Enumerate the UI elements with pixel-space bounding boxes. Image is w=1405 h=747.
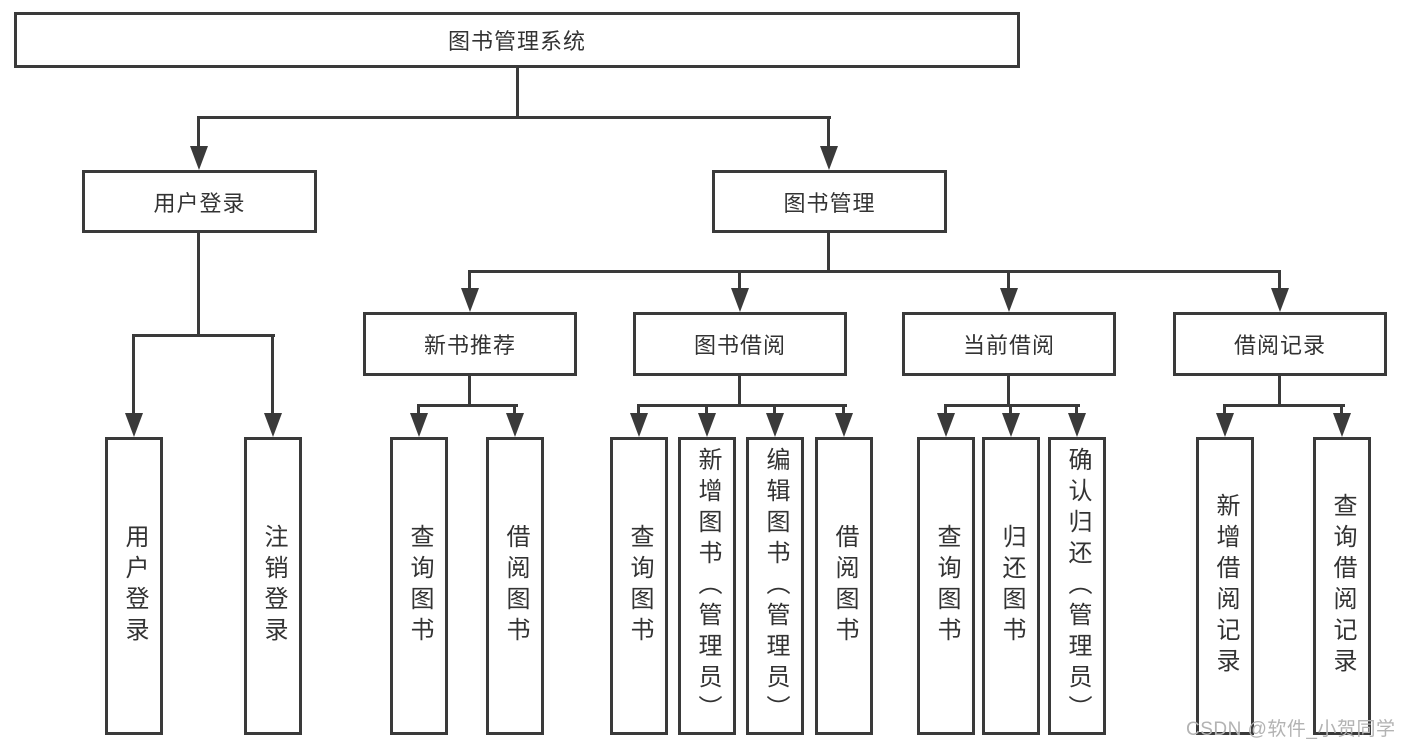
leaf-add-borrow-record: 新增借阅记录 bbox=[1196, 437, 1254, 735]
connector-stem bbox=[773, 404, 776, 415]
connector-stem bbox=[637, 404, 640, 415]
connector-stem bbox=[1009, 404, 1012, 415]
connector-stem bbox=[417, 404, 420, 415]
connector-stem bbox=[1223, 404, 1226, 415]
arrow-down-icon bbox=[1068, 413, 1086, 437]
connector-stem bbox=[197, 233, 200, 336]
arrow-down-icon bbox=[698, 413, 716, 437]
connector-stem bbox=[738, 376, 741, 406]
leaf-query-books: 查询图书 bbox=[390, 437, 448, 735]
arrow-down-icon bbox=[820, 146, 838, 170]
leaf-edit-books-admin: 编辑图书（管理员） bbox=[746, 437, 804, 735]
leaf-query-books: 查询图书 bbox=[917, 437, 975, 735]
arrow-down-icon bbox=[1216, 413, 1234, 437]
leaf-label: 新增图书（管理员） bbox=[694, 446, 721, 726]
connector-stem bbox=[738, 270, 741, 290]
arrow-down-icon bbox=[937, 413, 955, 437]
connector-rail bbox=[637, 404, 847, 407]
connector-stem bbox=[197, 116, 200, 148]
connector-stem bbox=[1340, 404, 1343, 415]
node-book-management-branch: 图书管理 bbox=[712, 170, 947, 233]
connector-stem bbox=[1075, 404, 1078, 415]
leaf-confirm-return-admin: 确认归还（管理员） bbox=[1048, 437, 1106, 735]
node-root-label: 图书管理系统 bbox=[447, 29, 586, 54]
arrow-down-icon bbox=[190, 146, 208, 170]
arrow-down-icon bbox=[1271, 288, 1289, 312]
arrow-down-icon bbox=[264, 413, 282, 437]
leaf-query-borrow-record: 查询借阅记录 bbox=[1313, 437, 1371, 735]
connector-stem bbox=[827, 116, 830, 148]
leaf-label: 归还图书 bbox=[998, 524, 1025, 648]
arrow-down-icon bbox=[125, 413, 143, 437]
connector-level3-rail bbox=[468, 270, 1281, 273]
leaf-label: 查询图书 bbox=[406, 524, 433, 648]
node-user-login-branch: 用户登录 bbox=[82, 170, 317, 233]
connector-stem bbox=[842, 404, 845, 415]
node-label: 新书推荐 bbox=[423, 333, 516, 358]
node-borrow-record: 借阅记录 bbox=[1173, 312, 1387, 376]
leaf-label: 借阅图书 bbox=[831, 524, 858, 648]
connector-root-stem bbox=[516, 68, 519, 118]
connector-rail bbox=[132, 334, 275, 337]
connector-stem bbox=[271, 334, 274, 415]
connector-stem bbox=[1278, 376, 1281, 406]
leaf-add-books-admin: 新增图书（管理员） bbox=[678, 437, 736, 735]
connector-stem bbox=[1007, 270, 1010, 290]
connector-stem bbox=[1007, 376, 1010, 406]
leaf-label: 编辑图书（管理员） bbox=[762, 446, 789, 726]
csdn-watermark: CSDN @软件_小贺同学 bbox=[1186, 719, 1396, 740]
connector-rail bbox=[944, 404, 1080, 407]
node-book-borrow: 图书借阅 bbox=[633, 312, 847, 376]
leaf-query-books: 查询图书 bbox=[610, 437, 668, 735]
arrow-down-icon bbox=[1333, 413, 1351, 437]
leaf-label: 新增借阅记录 bbox=[1212, 493, 1239, 679]
leaf-label: 借阅图书 bbox=[502, 524, 529, 648]
arrow-down-icon bbox=[630, 413, 648, 437]
arrow-down-icon bbox=[410, 413, 428, 437]
connector-stem bbox=[705, 404, 708, 415]
leaf-label: 查询图书 bbox=[933, 524, 960, 648]
leaf-label: 查询借阅记录 bbox=[1329, 493, 1356, 679]
arrow-down-icon bbox=[506, 413, 524, 437]
connector-stem bbox=[1278, 270, 1281, 290]
leaf-logout: 注销登录 bbox=[244, 437, 302, 735]
leaf-borrow-books: 借阅图书 bbox=[486, 437, 544, 735]
leaf-label: 注销登录 bbox=[260, 524, 287, 648]
arrow-down-icon bbox=[731, 288, 749, 312]
leaf-label: 确认归还（管理员） bbox=[1064, 446, 1091, 726]
node-label: 图书管理 bbox=[783, 190, 876, 216]
connector-stem bbox=[944, 404, 947, 415]
connector-rail bbox=[417, 404, 518, 407]
node-label: 用户登录 bbox=[153, 190, 246, 216]
arrow-down-icon bbox=[1000, 288, 1018, 312]
connector-stem bbox=[468, 376, 471, 406]
node-label: 图书借阅 bbox=[693, 333, 786, 358]
connector-stem bbox=[827, 233, 830, 272]
arrow-down-icon bbox=[461, 288, 479, 312]
node-current-borrow: 当前借阅 bbox=[902, 312, 1116, 376]
node-new-book-recommend: 新书推荐 bbox=[363, 312, 577, 376]
connector-stem bbox=[468, 270, 471, 290]
arrow-down-icon bbox=[766, 413, 784, 437]
connector-rail bbox=[1223, 404, 1345, 407]
node-label: 当前借阅 bbox=[962, 333, 1055, 358]
arrow-down-icon bbox=[835, 413, 853, 437]
leaf-user-login: 用户登录 bbox=[105, 437, 163, 735]
leaf-borrow-books: 借阅图书 bbox=[815, 437, 873, 735]
node-label: 借阅记录 bbox=[1233, 333, 1326, 358]
node-root-system: 图书管理系统 bbox=[14, 12, 1020, 68]
leaf-label: 用户登录 bbox=[121, 524, 148, 648]
leaf-return-books: 归还图书 bbox=[982, 437, 1040, 735]
connector-level2-rail bbox=[197, 116, 831, 119]
connector-stem bbox=[132, 334, 135, 415]
leaf-label: 查询图书 bbox=[626, 524, 653, 648]
connector-stem bbox=[513, 404, 516, 415]
arrow-down-icon bbox=[1002, 413, 1020, 437]
